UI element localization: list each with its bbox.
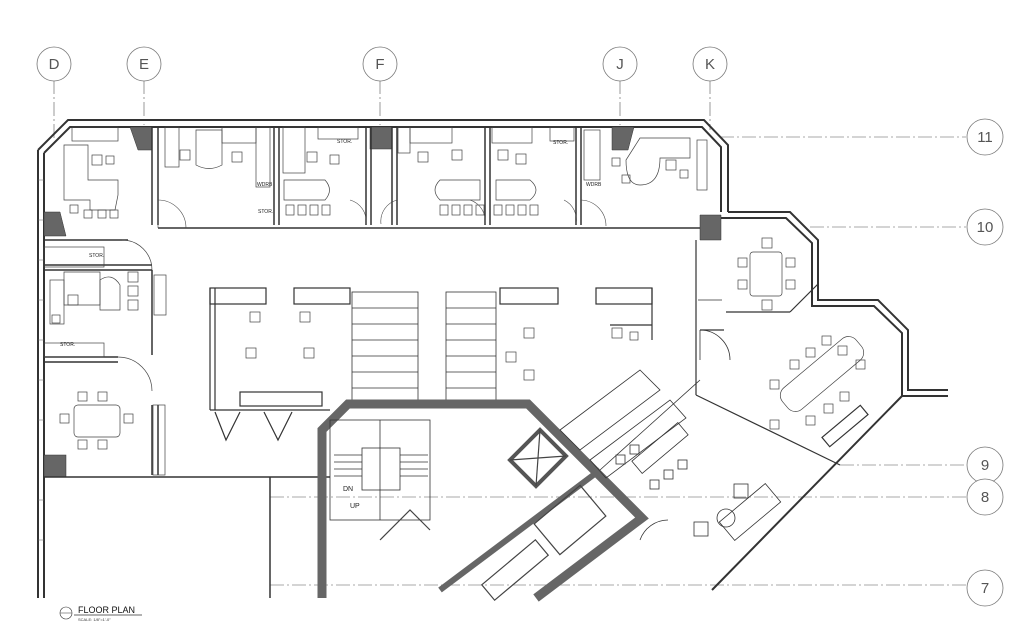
stair-1 — [351, 291, 419, 401]
svg-text:D: D — [49, 56, 60, 73]
conference-rooms — [695, 240, 869, 466]
grid-bubble-d: D — [36, 46, 72, 82]
room-labels: STOR. STOR. WDRB STOR. WDRB STOR. STOR. — [60, 139, 602, 348]
grid-lines — [53, 80, 966, 586]
svg-text:F: F — [375, 56, 384, 73]
conference-furniture — [737, 237, 866, 430]
svg-text:STOR.: STOR. — [89, 253, 104, 259]
left-rooms — [44, 239, 330, 598]
grid-bubble-11: 11 — [966, 118, 1004, 156]
core-stair — [329, 419, 431, 521]
exterior-walls — [37, 119, 948, 598]
grid-bubble-k: K — [692, 46, 728, 82]
stair-2 — [445, 291, 497, 401]
svg-text:11: 11 — [977, 129, 993, 146]
svg-text:7: 7 — [981, 580, 989, 597]
drawing-title-block: FLOOR PLAN SCALE: 1/8"=1'-0" — [59, 605, 142, 622]
svg-text:K: K — [705, 56, 715, 73]
grid-bubble-8: 8 — [966, 478, 1004, 516]
svg-text:WDRB: WDRB — [586, 182, 602, 188]
structural-columns — [43, 126, 722, 478]
svg-text:DN: DN — [343, 486, 353, 493]
grid-bubble-f: F — [362, 46, 398, 82]
drawing-scale: SCALE: 1/8"=1'-0" — [78, 617, 111, 622]
window-mullions — [38, 179, 44, 541]
svg-text:8: 8 — [981, 489, 989, 506]
core-labels: DN UP — [343, 486, 360, 510]
office-doors — [157, 199, 607, 229]
svg-text:STOR.: STOR. — [258, 209, 273, 215]
svg-text:STOR.: STOR. — [337, 139, 352, 145]
office-furniture — [63, 126, 708, 219]
svg-text:WDRB: WDRB — [257, 182, 273, 188]
core-interior — [379, 427, 607, 602]
svg-text:STOR.: STOR. — [553, 140, 568, 146]
office-row-walls — [151, 127, 700, 229]
building-core — [317, 399, 649, 602]
svg-text:STOR.: STOR. — [60, 342, 75, 348]
svg-text:10: 10 — [977, 219, 994, 236]
grid-bubble-j: J — [602, 46, 638, 82]
grid-bubble-10: 10 — [966, 208, 1004, 246]
svg-text:E: E — [139, 56, 149, 73]
center-chairs — [245, 311, 639, 381]
drawing-title: FLOOR PLAN — [78, 605, 135, 615]
grid-bubble-9: 9 — [966, 446, 1004, 484]
svg-text:9: 9 — [981, 457, 989, 474]
grid-bubble-7: 7 — [966, 569, 1004, 607]
diagonal-workstations — [559, 299, 782, 542]
svg-text:J: J — [616, 56, 624, 73]
left-room-furniture — [43, 239, 167, 476]
svg-text:UP: UP — [350, 503, 360, 510]
grid-bubble-e: E — [126, 46, 162, 82]
center-workstations — [209, 287, 653, 442]
